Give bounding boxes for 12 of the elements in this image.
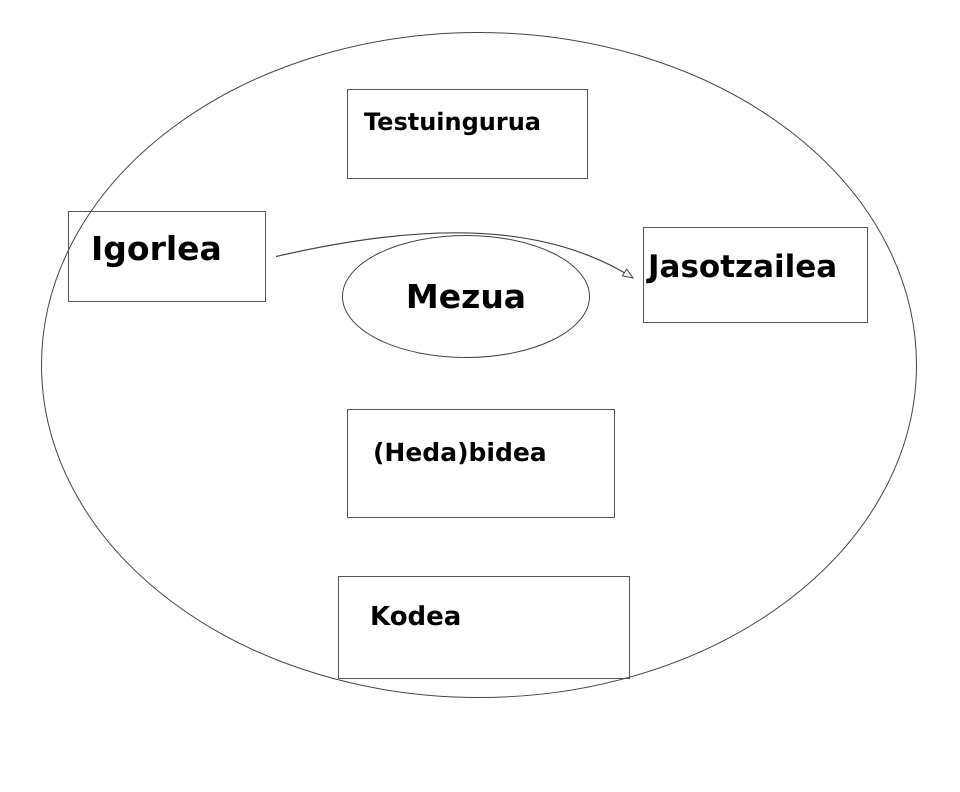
message-ellipse xyxy=(342,235,590,358)
context-box xyxy=(347,89,588,179)
node-label: (Heda)bidea xyxy=(373,440,548,465)
channel-box xyxy=(347,409,615,518)
node-label: Mezua xyxy=(406,280,526,313)
node-label: Jasotzailea xyxy=(648,252,838,283)
receiver-box xyxy=(643,227,868,323)
arrow xyxy=(276,232,634,278)
outer-ellipse xyxy=(41,32,917,698)
node-label: Testuingurua xyxy=(364,110,542,134)
node-label: Igorlea xyxy=(91,232,223,265)
node-label: Kodea xyxy=(370,604,462,630)
